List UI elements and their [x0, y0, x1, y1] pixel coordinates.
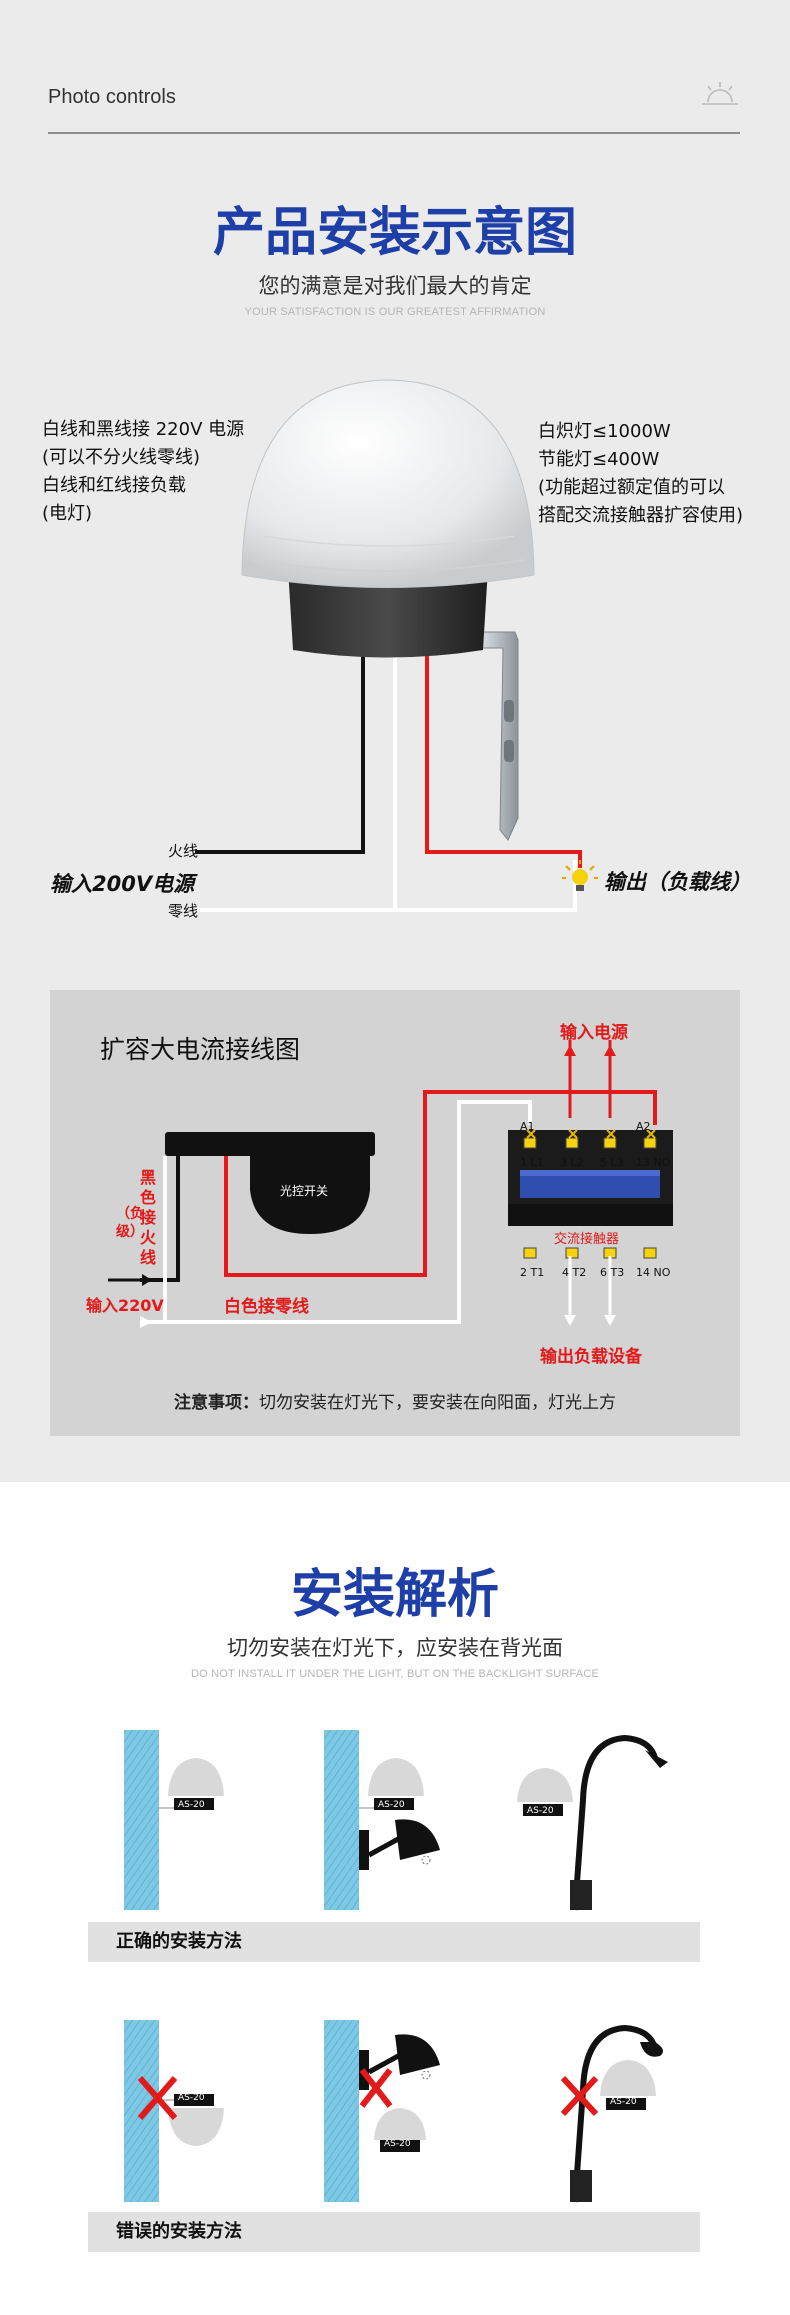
terminal-5l3: 5 L3: [600, 1156, 624, 1169]
brand-label: Photo controls: [48, 86, 176, 108]
input-power-label: 输入200V电源: [50, 872, 195, 896]
terminal-3l2: 3 L2: [560, 1156, 584, 1169]
expansion-note: 注意事项：切勿安装在灯光下，要安装在向阳面，灯光上方: [50, 1388, 740, 1413]
install-subtitle: 您的满意是对我们最大的肯定: [258, 274, 532, 298]
correct-install-illustrations: [124, 1730, 668, 1911]
terminal-13no: 13 NO: [636, 1156, 671, 1169]
install-subtitle-en: YOUR SATISFACTION IS OUR GREATEST AFFIRM…: [244, 306, 546, 318]
left-note-line: 白线和黑线接 220V 电源: [42, 419, 245, 440]
output-load-label: 输出（负载线）: [604, 870, 751, 894]
terminal-2t1: 2 T1: [520, 1266, 545, 1279]
model-tag: AS-20: [378, 1800, 405, 1810]
sunrise-icon: [702, 82, 738, 105]
note-label: 注意事项：: [174, 1393, 259, 1413]
white-wire-label: 白色接零线: [224, 1297, 309, 1317]
load-note-label: （负级）: [116, 1206, 144, 1240]
left-note-line: 白线和红线接负载: [42, 475, 186, 496]
analysis-subtitle-en: DO NOT INSTALL IT UNDER THE LIGHT, BUT O…: [190, 1668, 600, 1680]
model-tag: AS-20: [527, 1806, 554, 1816]
install-title: 产品安装示意图: [212, 203, 577, 263]
analysis-title: 安装解析: [290, 1565, 499, 1625]
model-tag: AS-20: [610, 2097, 637, 2107]
light-bulb-icon: [562, 860, 598, 891]
model-tag: AS-20: [178, 1800, 205, 1810]
correct-method-bar: 正确的安装方法: [88, 1922, 700, 1962]
terminal-4t2: 4 T2: [562, 1266, 587, 1279]
terminal-6t3: 6 T3: [600, 1266, 625, 1279]
left-note-line: (可以不分火线零线): [42, 447, 201, 468]
terminal-14no: 14 NO: [636, 1266, 671, 1279]
terminal-1l1: 1 L1: [520, 1156, 544, 1169]
analysis-subtitle: 切勿安装在灯光下，应安装在背光面: [227, 1636, 563, 1660]
contactor-label: 交流接触器: [554, 1232, 620, 1247]
expansion-title: 扩容大电流接线图: [100, 1035, 301, 1064]
left-note-line: (电灯): [42, 503, 93, 524]
right-note-line: 白炽灯≤1000W: [538, 421, 671, 442]
zero-wire-label: 零线: [168, 902, 199, 920]
wrong-mark-icon: [359, 2068, 393, 2108]
header-divider: [48, 132, 740, 134]
terminal-a2: A2: [636, 1120, 651, 1133]
fire-wire-label: 火线: [168, 842, 199, 860]
left-notes: 白线和黑线接 220V 电源 (可以不分火线零线) 白线和红线接负载 (电灯): [42, 416, 244, 528]
sensor-wiring-illustration: [195, 379, 598, 912]
terminal-a1: A1: [520, 1120, 535, 1133]
model-tag: AS-20: [178, 2093, 205, 2103]
model-tag: AS-20: [384, 2139, 411, 2149]
right-notes: 白炽灯≤1000W 节能灯≤400W (功能超过额定值的可以 搭配交流接触器扩容…: [538, 418, 743, 530]
wrong-install-illustrations: [124, 2020, 664, 2203]
black-wire-label: 黑色接火线: [140, 1168, 157, 1267]
right-note-line: (功能超过额定值的可以: [538, 477, 726, 498]
output-device-label: 输出负载设备: [540, 1347, 642, 1367]
photo-switch-label: 光控开关: [280, 1184, 329, 1198]
wrong-mark-icon: [137, 2076, 178, 2120]
input-power-source-label: 输入电源: [560, 1023, 628, 1043]
right-note-line: 搭配交流接触器扩容使用): [538, 505, 744, 526]
expansion-wiring-diagram: [108, 1040, 673, 1328]
right-note-line: 节能灯≤400W: [538, 449, 660, 470]
wrong-mark-icon: [560, 2075, 599, 2117]
input-220v-label: 输入220V: [86, 1296, 164, 1315]
wrong-method-bar: 错误的安装方法: [88, 2212, 700, 2252]
note-text: 切勿安装在灯光下，要安装在向阳面，灯光上方: [259, 1393, 616, 1413]
